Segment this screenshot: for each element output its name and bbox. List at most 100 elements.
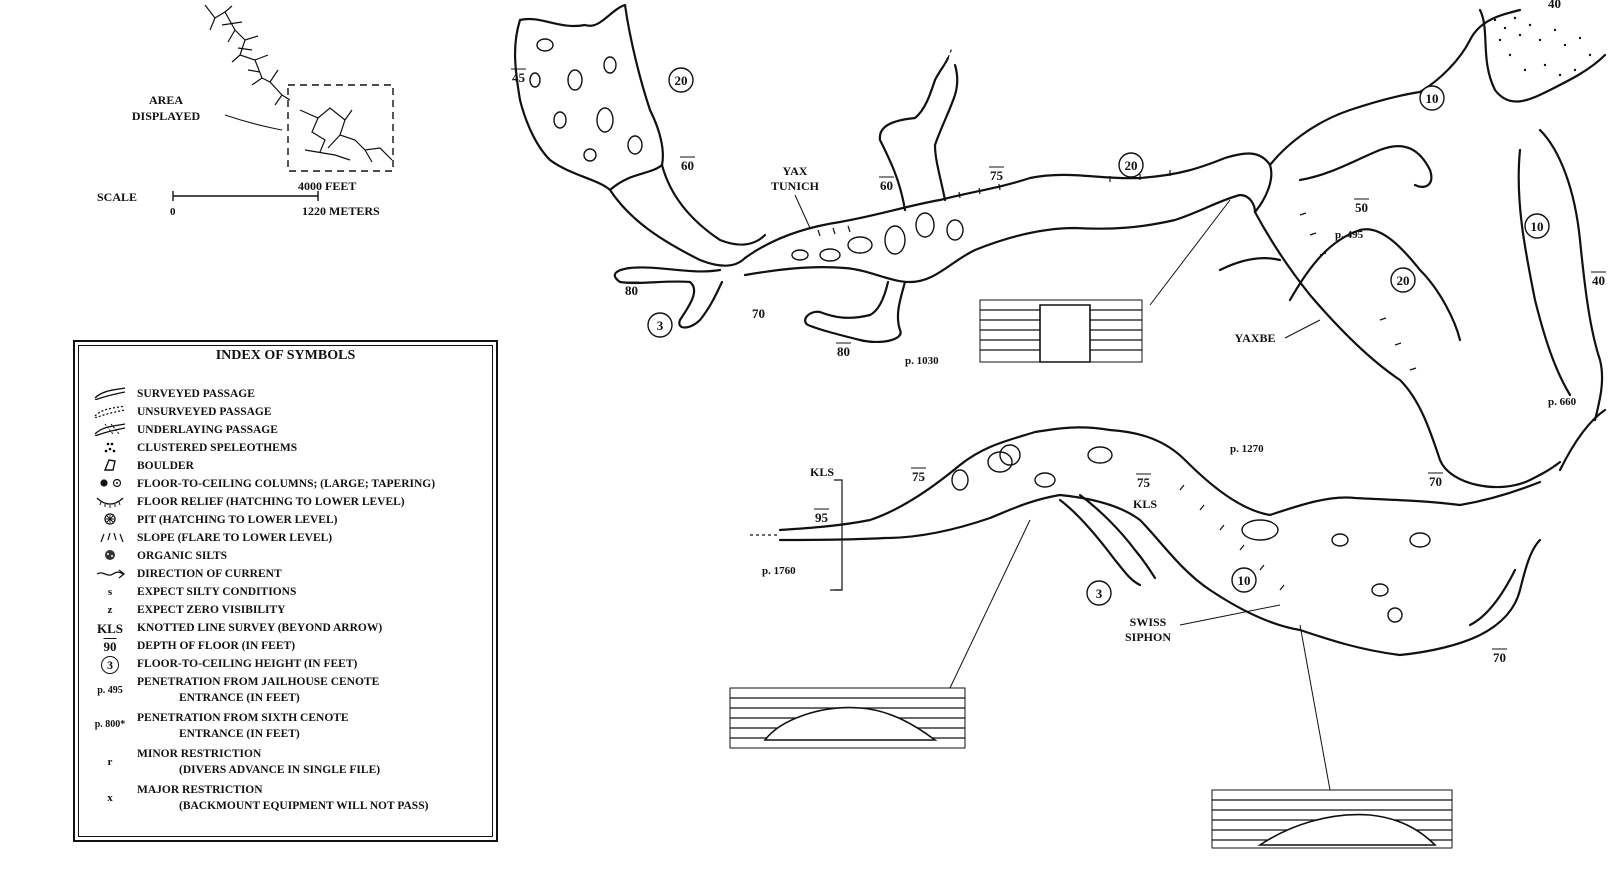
svg-text:10: 10	[1238, 573, 1251, 588]
legend-text: KNOTTED LINE SURVEY (BEYOND ARROW)	[137, 622, 383, 634]
speleothems-icon	[83, 440, 137, 454]
svg-text:45: 45	[512, 70, 526, 85]
map-labels: YAX TUNICH YAXBE SWISS SIPHON KLS KLS p.…	[511, 0, 1606, 665]
legend-row-sixth: p. 800* PENETRATION FROM SIXTH CENOTE EN…	[79, 710, 492, 744]
current-icon	[83, 566, 137, 580]
legend-row-kls: KLS KNOTTED LINE SURVEY (BEYOND ARROW)	[79, 620, 492, 637]
legend-text: FLOOR-TO-CEILING HEIGHT (IN FEET)	[137, 658, 358, 670]
legend-text: ORGANIC SILTS	[137, 550, 228, 562]
legend-row-jailhouse: p. 495 PENETRATION FROM JAILHOUSE CENOTE…	[79, 674, 492, 708]
svg-text:40: 40	[1592, 273, 1605, 288]
legend-text: SURVEYED PASSAGE	[137, 388, 255, 400]
legend-text: FLOOR-TO-CEILING COLUMNS; (LARGE; TAPERI…	[137, 478, 436, 490]
svg-text:70: 70	[1429, 474, 1442, 489]
area-label-2: DISPLAYED	[132, 109, 201, 123]
legend-text: UNDERLAYING PASSAGE	[137, 424, 278, 436]
legend-row-surveyed: SURVEYED PASSAGE	[79, 386, 492, 403]
label-swiss-2: SIPHON	[1125, 630, 1171, 644]
area-label-1: AREA	[149, 93, 183, 107]
svg-text:95: 95	[815, 510, 829, 525]
legend-row-columns: FLOOR-TO-CEILING COLUMNS; (LARGE; TAPERI…	[79, 476, 492, 493]
legend-symbol-s: s	[107, 586, 113, 598]
svg-text:40: 40	[1548, 0, 1561, 11]
legend-row-speleothems: CLUSTERED SPELEOTHEMS	[79, 440, 492, 457]
scale-feet: 4000 FEET	[298, 179, 356, 193]
underlaying-passage-icon	[83, 422, 137, 436]
legend-text: CLUSTERED SPELEOTHEMS	[137, 442, 298, 454]
locator-inset: AREA DISPLAYED SCALE 0 4000 FEET 1220 ME…	[97, 4, 394, 218]
legend-row-height: 3 FLOOR-TO-CEILING HEIGHT (IN FEET)	[79, 656, 492, 675]
symbol-legend: INDEX OF SYMBOLS SURVEYED PASSAGE UNSURV…	[73, 340, 498, 842]
legend-row-minor: r MINOR RESTRICTION (DIVERS ADVANCE IN S…	[79, 746, 492, 780]
label-kls-2: KLS	[1133, 497, 1157, 511]
svg-text:75: 75	[990, 168, 1004, 183]
legend-text-2: (BACKMOUNT EQUIPMENT WILL NOT PASS)	[179, 800, 429, 812]
legend-text: MINOR RESTRICTION	[137, 748, 262, 760]
legend-text: PENETRATION FROM SIXTH CENOTE	[137, 712, 349, 724]
legend-text: DEPTH OF FLOOR (IN FEET)	[137, 640, 296, 652]
legend-text: PIT (HATCHING TO LOWER LEVEL)	[137, 514, 338, 526]
legend-text-2: (DIVERS ADVANCE IN SINGLE FILE)	[179, 764, 381, 776]
legend-text: FLOOR RELIEF (HATCHING TO LOWER LEVEL)	[137, 496, 405, 508]
legend-text-2: ENTRANCE (IN FEET)	[179, 692, 300, 704]
legend-symbol-kls: KLS	[96, 621, 123, 636]
legend-row-unsurveyed: UNSURVEYED PASSAGE	[79, 404, 492, 421]
lower-column-cluster	[951, 444, 1431, 623]
label-p660: p. 660	[1548, 396, 1577, 408]
label-p1270: p. 1270	[1230, 443, 1264, 455]
legend-text: BOULDER	[137, 460, 194, 472]
label-yax-tunich-1: YAX	[783, 164, 808, 178]
legend-symbol-height: 3	[83, 656, 137, 675]
legend-symbol-p495: p. 495	[97, 685, 123, 696]
label-yax-tunich-2: TUNICH	[771, 179, 820, 193]
legend-row-underlaying: UNDERLAYING PASSAGE	[79, 422, 492, 439]
legend-row-slope: SLOPE (FLARE TO LOWER LEVEL)	[79, 530, 492, 547]
svg-text:75: 75	[1137, 475, 1151, 490]
legend-row-major: x MAJOR RESTRICTION (BACKMOUNT EQUIPMENT…	[79, 782, 492, 816]
legend-row-depth: 90 DEPTH OF FLOOR (IN FEET)	[79, 638, 492, 655]
legend-text: EXPECT ZERO VISIBILITY	[137, 604, 286, 616]
legend-row-current: DIRECTION OF CURRENT	[79, 566, 492, 583]
legend-text: EXPECT SILTY CONDITIONS	[137, 586, 297, 598]
boulder-icon	[83, 458, 137, 472]
legend-text: SLOPE (FLARE TO LOWER LEVEL)	[137, 532, 333, 544]
slope-icon	[83, 530, 137, 544]
unsurveyed-passage-icon	[83, 404, 137, 418]
legend-row-zero-vis: z EXPECT ZERO VISIBILITY	[79, 602, 492, 619]
svg-text:70: 70	[752, 306, 765, 321]
svg-text:70: 70	[1493, 650, 1506, 665]
legend-symbol-z: z	[107, 604, 113, 616]
legend-text: DIRECTION OF CURRENT	[137, 568, 282, 580]
legend-title: INDEX OF SYMBOLS	[215, 348, 356, 363]
label-p1030: p. 1030	[905, 355, 939, 367]
legend-symbol-r: r	[107, 756, 113, 768]
legend-text: UNSURVEYED PASSAGE	[137, 406, 272, 418]
pit-icon	[83, 512, 137, 526]
legend-text: MAJOR RESTRICTION	[137, 784, 263, 796]
cross-section-2	[729, 519, 1031, 749]
legend-row-floor-relief: FLOOR RELIEF (HATCHING TO LOWER LEVEL)	[79, 494, 492, 511]
svg-text:10: 10	[1531, 219, 1544, 234]
legend-inner-border: INDEX OF SYMBOLS SURVEYED PASSAGE UNSURV…	[78, 345, 493, 837]
legend-symbol-depth: 90	[103, 639, 117, 654]
scale-zero: 0	[170, 206, 176, 218]
organic-silts-icon	[83, 548, 137, 562]
legend-row-silty: s EXPECT SILTY CONDITIONS	[79, 584, 492, 601]
lower-passage	[750, 426, 1542, 657]
svg-text:20: 20	[1397, 273, 1410, 288]
svg-text:50: 50	[1355, 200, 1368, 215]
area-displayed-box	[287, 84, 394, 172]
svg-text:60: 60	[880, 178, 893, 193]
label-swiss-1: SWISS	[1130, 615, 1167, 629]
legend-symbol-p800: p. 800*	[94, 719, 126, 730]
svg-text:3: 3	[1096, 586, 1103, 601]
label-kls-1: KLS	[810, 465, 834, 479]
legend-row-pit: PIT (HATCHING TO LOWER LEVEL)	[79, 512, 492, 529]
legend-row-organic-silts: ORGANIC SILTS	[79, 548, 492, 565]
floor-relief-icon	[83, 494, 137, 508]
svg-text:10: 10	[1426, 91, 1439, 106]
svg-text:20: 20	[1125, 158, 1138, 173]
svg-text:3: 3	[657, 318, 664, 333]
label-p1760: p. 1760	[762, 565, 796, 577]
